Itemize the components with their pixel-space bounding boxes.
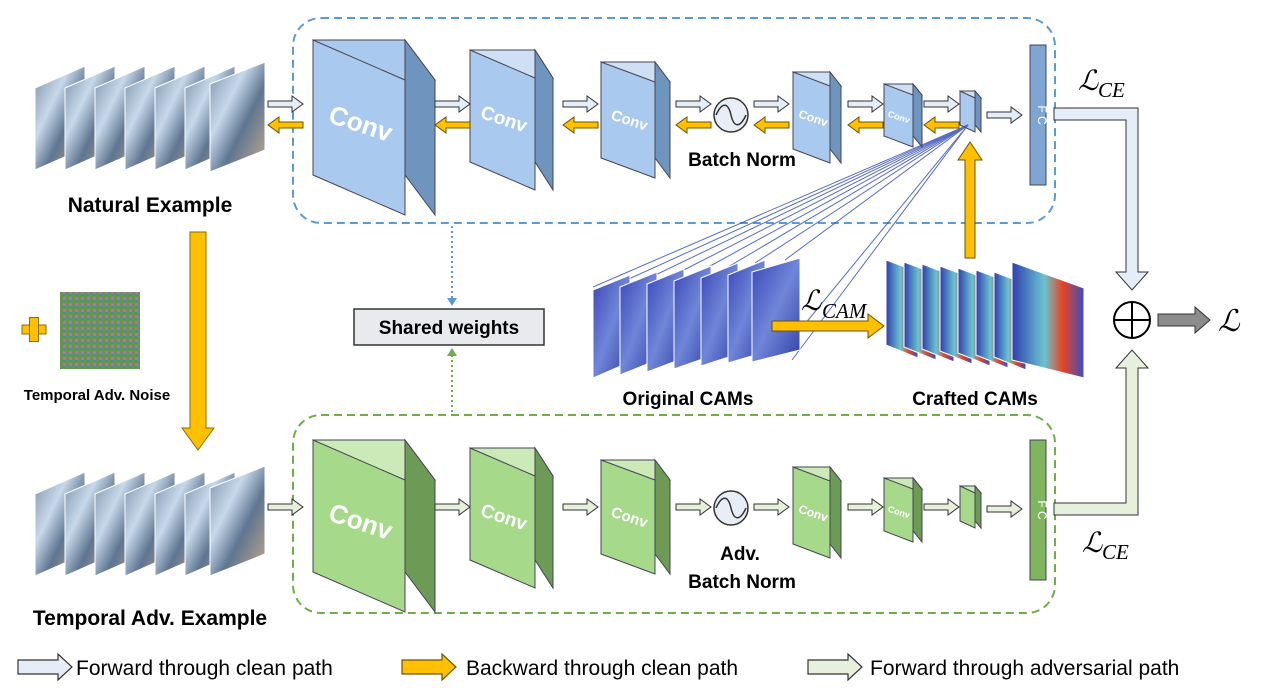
ce-loss-bottom-symbol: ℒ xyxy=(1082,528,1103,559)
total-loss-arrow xyxy=(1157,305,1211,335)
temporal-adv-example-label: Temporal Adv. Example xyxy=(33,607,267,630)
temporal-adv-example-frames xyxy=(34,465,266,577)
down-arrow xyxy=(181,231,215,451)
legend-forward-adv-label: Forward through adversarial path xyxy=(870,657,1179,680)
clean-fc-layer: F C xyxy=(1029,44,1049,186)
batch-norm-label: Batch Norm xyxy=(688,150,796,171)
original-cams-label: Original CAMs xyxy=(623,389,754,410)
ce-loss-top-label: ℒ CE xyxy=(1078,66,1125,102)
adv-conv-block-3: Conv xyxy=(600,458,671,576)
crafted-cams-up-arrow xyxy=(957,141,983,259)
adv-forward-arrows xyxy=(267,498,1023,518)
crafted-cams-label: Crafted CAMs xyxy=(912,389,1038,410)
temporal-adv-noise-image xyxy=(60,292,140,369)
batch-norm-icon xyxy=(713,97,749,133)
legend: Forward through clean path Backward thro… xyxy=(17,652,1179,682)
adv-conv-block-2: Conv xyxy=(469,446,554,590)
shared-weights-arrowhead-top xyxy=(447,298,457,306)
clean-backward-arrows xyxy=(267,116,960,134)
clean-conv-block-1: Conv xyxy=(312,38,436,217)
original-cams-stack xyxy=(592,257,801,379)
cam-loss-label: ℒ CAM xyxy=(801,286,868,323)
adv-conv-block-1: Conv xyxy=(312,438,436,614)
fc-label: F C xyxy=(1035,105,1049,125)
legend-backward-clean-label: Backward through clean path xyxy=(466,657,738,680)
fc-label: F C xyxy=(1035,500,1049,520)
ce-loss-bottom-subscript: CE xyxy=(1102,540,1129,564)
cam-loss-symbol: ℒ xyxy=(801,286,822,317)
clean-conv-block-3: Conv xyxy=(600,60,671,180)
ce-loss-top-subscript: CE xyxy=(1098,78,1125,102)
crafted-cams-stack xyxy=(885,259,1085,379)
shared-weights-box xyxy=(353,308,545,346)
adv-batch-norm-icon xyxy=(713,490,749,526)
shared-weights-arrowhead-bottom xyxy=(447,348,457,356)
cam-loss-subscript: CAM xyxy=(822,299,868,323)
legend-forward-clean-swatch xyxy=(17,652,73,682)
cam-loss-arrow xyxy=(771,313,885,339)
natural-example-label: Natural Example xyxy=(68,194,233,217)
ce-loss-bottom-label: ℒ CE xyxy=(1082,528,1129,564)
adv-conv-block-4: Conv xyxy=(791,465,843,560)
clean-conv-block-2: Conv xyxy=(469,48,554,192)
adv-conv-block-6 xyxy=(958,484,983,530)
clean-conv-block-4: Conv xyxy=(791,70,843,165)
adv-batch-norm-label-line1: Adv. xyxy=(720,544,760,565)
ce-loss-top-symbol: ℒ xyxy=(1078,66,1099,97)
plus-icon xyxy=(21,317,47,342)
ce-clean-path-arrow xyxy=(1053,107,1150,291)
legend-forward-clean-label: Forward through clean path xyxy=(76,657,333,680)
clean-conv-block-6 xyxy=(958,89,983,134)
legend-forward-adv-swatch xyxy=(807,652,863,682)
adv-fc-layer: F C xyxy=(1029,439,1049,581)
adv-conv-block-5: Conv xyxy=(882,476,924,544)
temporal-adv-noise-label: Temporal Adv. Noise xyxy=(24,387,170,404)
total-loss-label: ℒ xyxy=(1218,305,1241,338)
adv-batch-norm-label-line2: Batch Norm xyxy=(688,572,796,593)
clean-forward-arrows xyxy=(267,95,1023,124)
clean-conv-block-5: Conv xyxy=(882,82,924,149)
natural-example-frames xyxy=(34,61,266,173)
shared-weights-label: Shared weights xyxy=(379,318,519,339)
sum-operator-icon xyxy=(1113,301,1151,339)
ce-adv-path-arrow xyxy=(1053,349,1150,516)
legend-backward-clean-swatch xyxy=(401,652,457,682)
